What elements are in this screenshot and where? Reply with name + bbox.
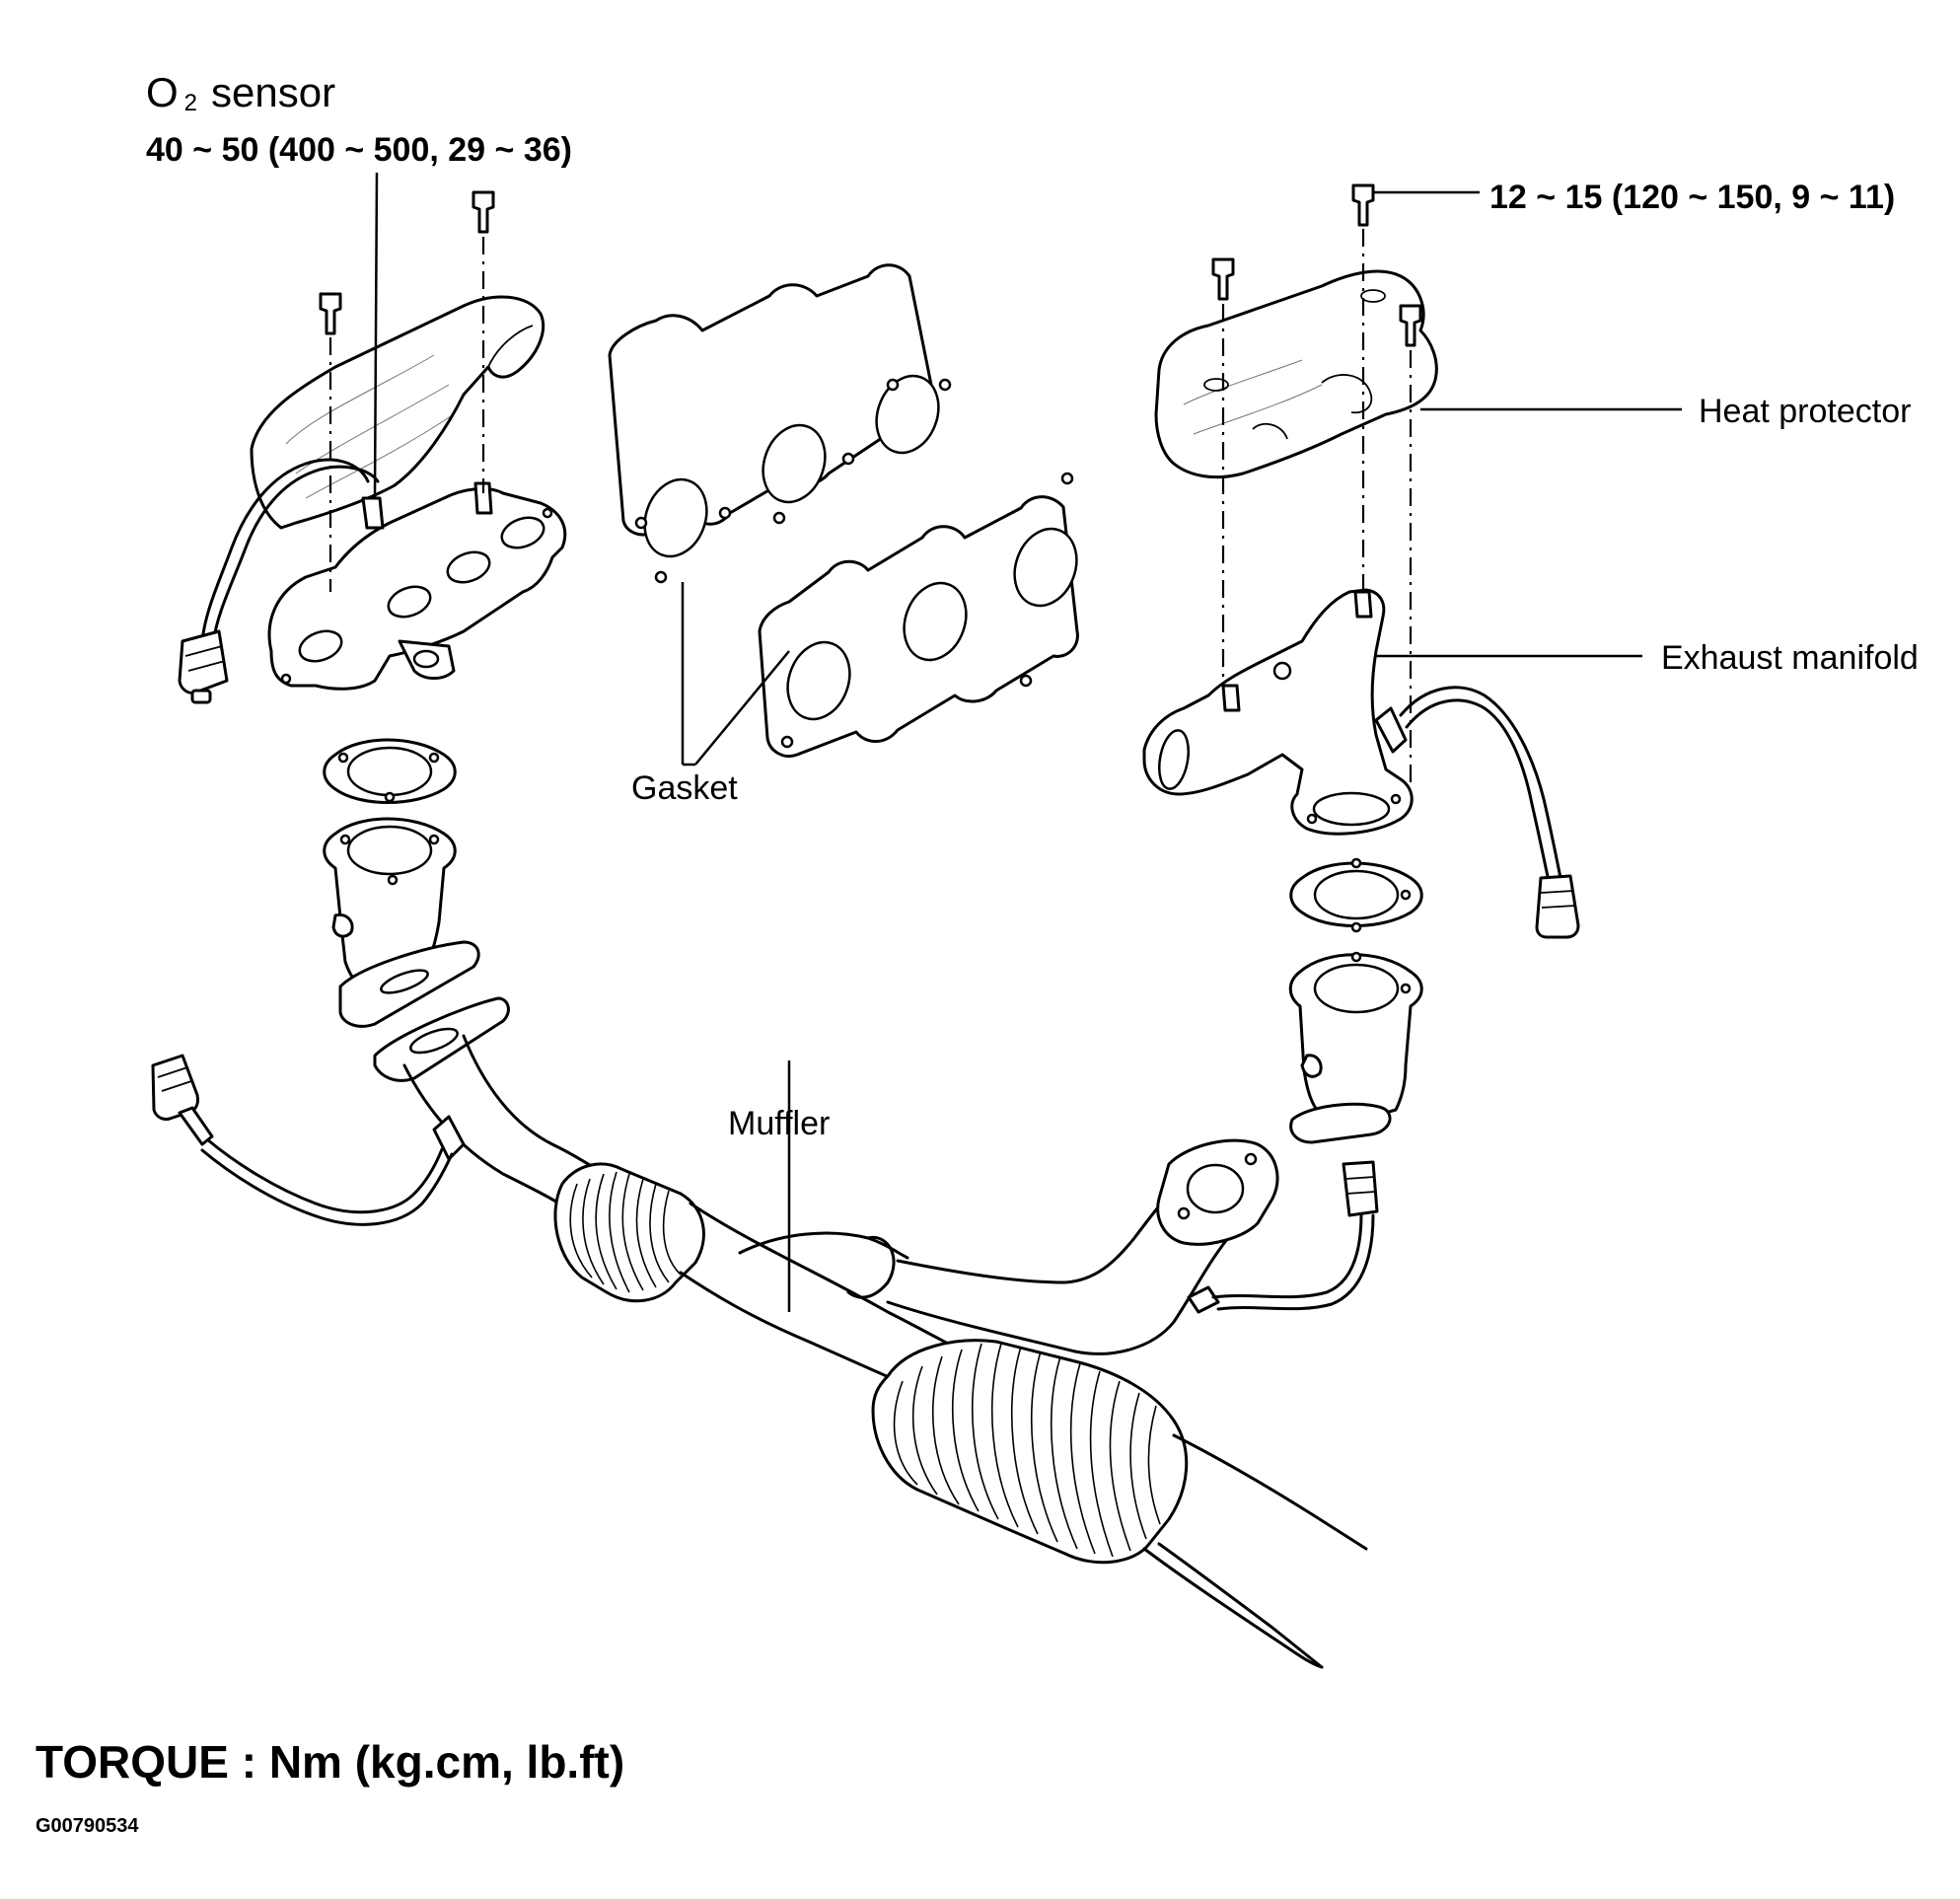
figure-code: G00790534 — [36, 1815, 139, 1837]
muffler — [871, 1339, 1368, 1669]
left-front-pipe-flange — [373, 996, 510, 1082]
right-exhaust-manifold — [1142, 588, 1414, 836]
bolt-torque-label: 12 ~ 15 (120 ~ 150, 9 ~ 11) — [1489, 179, 1895, 216]
torque-units-note: TORQUE : Nm (kg.cm, lb.ft) — [36, 1736, 624, 1788]
right-heat-protector — [1154, 269, 1438, 479]
left-heat-protector — [250, 295, 545, 530]
right-bolts — [1211, 183, 1480, 789]
front-pipe-o2-sensor-left — [151, 1054, 466, 1226]
muffler-label: Muffler — [728, 1105, 830, 1142]
gasket-lower — [758, 472, 1079, 758]
gasket-label: Gasket — [631, 769, 738, 807]
gasket-upper — [608, 263, 952, 584]
right-flange-gasket — [1289, 857, 1423, 933]
front-pipe — [402, 1034, 1279, 1423]
right-o2-sensor — [1374, 686, 1580, 939]
heat-protector-label: Heat protector — [1699, 393, 1911, 430]
front-pipe-o2-sensor-right — [1187, 1160, 1379, 1314]
left-o2-sensor — [178, 458, 385, 704]
right-converter — [1288, 951, 1423, 1144]
exhaust-manifold-label: Exhaust manifold — [1661, 639, 1919, 677]
left-exhaust-manifold — [267, 481, 567, 691]
o2-sensor-torque-label: 40 ~ 50 (400 ~ 500, 29 ~ 36) — [146, 131, 572, 169]
left-flange-gasket — [323, 738, 457, 804]
left-converter — [323, 817, 480, 1028]
left-bolts — [319, 172, 495, 592]
leader-lines — [787, 407, 1682, 1312]
